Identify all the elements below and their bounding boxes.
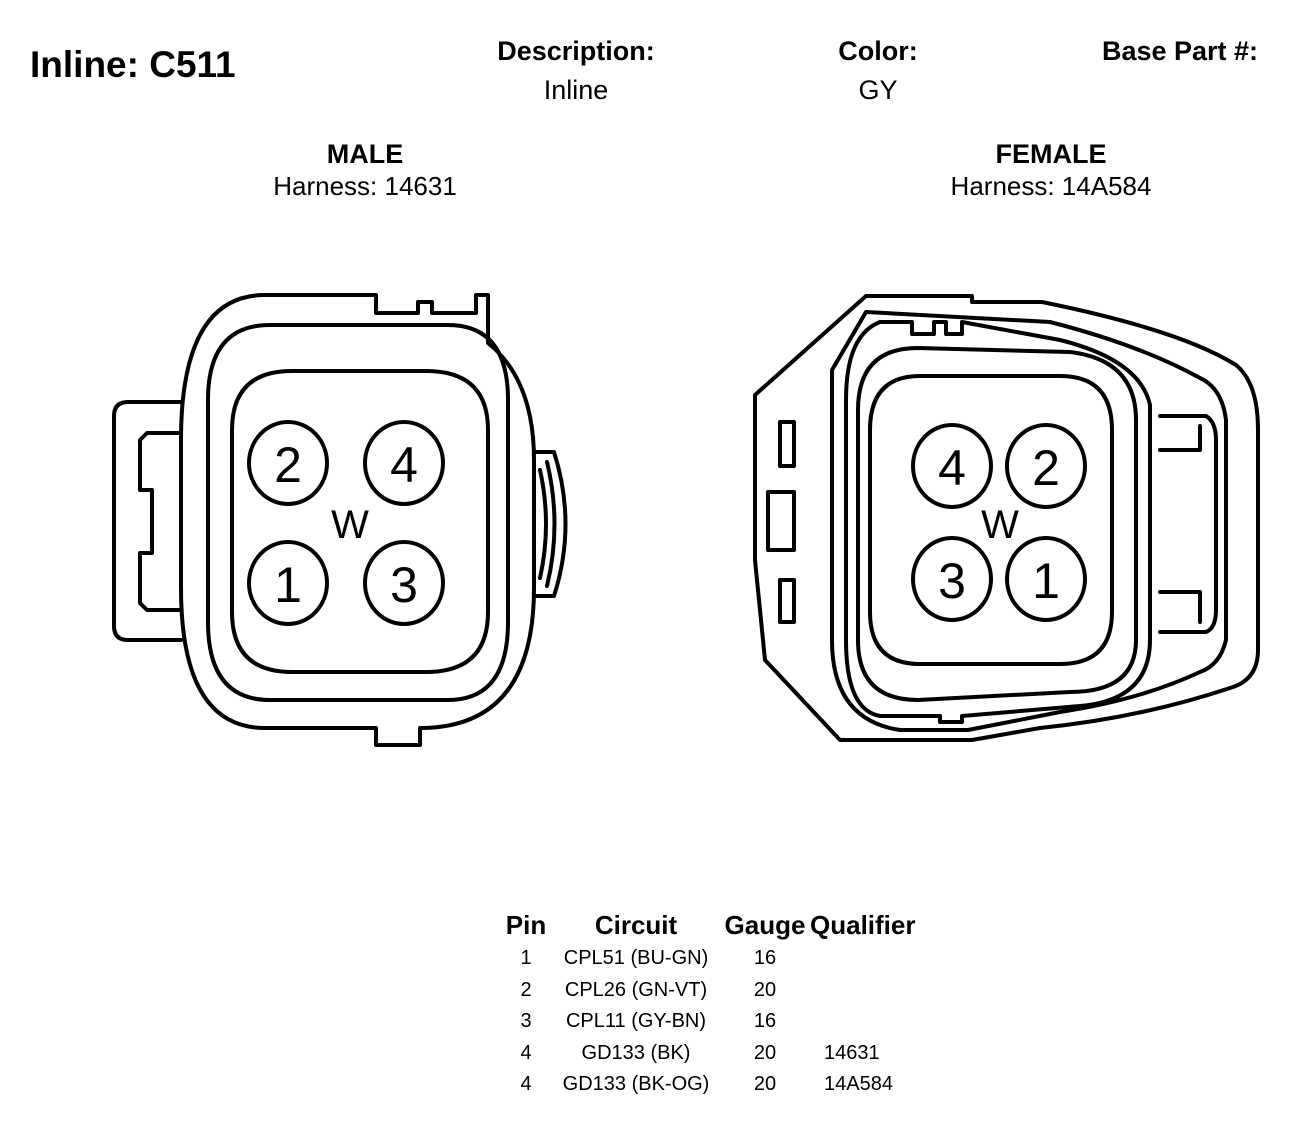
- pin-table-header: Pin Circuit Gauge Qualifier: [500, 907, 954, 943]
- table-row: 4 GD133 (BK-OG) 20 14A584: [500, 1069, 954, 1101]
- gauge-cell: 16: [753, 1010, 777, 1033]
- qualifier-cell: [810, 1006, 954, 1038]
- circuit-cell: CPL51 (BU-GN): [563, 947, 709, 970]
- pin-cell: 1: [520, 947, 532, 970]
- female-key-mark: W: [981, 503, 1019, 547]
- base-part-label: Base Part #:: [1101, 36, 1259, 66]
- gauge-cell: 20: [753, 1041, 777, 1064]
- table-row: 3 CPL11 (GY-BN) 16: [500, 1006, 954, 1038]
- male-pin-label: 4: [390, 437, 418, 493]
- circuit-cell: CPL11 (GY-BN): [565, 1010, 707, 1033]
- female-view-label: FEMALE: [995, 139, 1107, 169]
- female-pin-label: 2: [1032, 440, 1060, 496]
- male-pin-label: 1: [274, 557, 302, 613]
- male-pin-cavities: [247, 420, 445, 626]
- table-row: 4 GD133 (BK) 20 14631: [500, 1038, 954, 1070]
- pin-cell: 2: [520, 978, 532, 1001]
- column-header-qualifier: Qualifier: [810, 909, 916, 940]
- color-label: Color:: [838, 36, 918, 66]
- qualifier-cell: 14A584: [824, 1073, 893, 1096]
- male-key-mark: W: [331, 503, 369, 547]
- table-row: 1 CPL51 (BU-GN) 16: [500, 943, 954, 975]
- circuit-cell: CPL26 (GN-VT): [564, 978, 708, 1001]
- description-value: Inline: [543, 75, 609, 105]
- pin-table: Pin Circuit Gauge Qualifier 1 CPL51 (BU-…: [500, 907, 954, 1101]
- circuit-cell: GD133 (BK-OG): [562, 1073, 710, 1096]
- qualifier-cell: [810, 975, 954, 1007]
- male-connector-body: [112, 293, 568, 747]
- pin-cell: 4: [520, 1041, 532, 1064]
- male-pin-label: 2: [274, 437, 302, 493]
- male-harness-label: Harness: 14631: [273, 171, 457, 201]
- table-row: 2 CPL26 (GN-VT) 20: [500, 975, 954, 1007]
- gauge-cell: 20: [753, 1073, 777, 1096]
- pin-cell: 4: [520, 1073, 532, 1096]
- circuit-cell: GD133 (BK): [581, 1041, 691, 1064]
- male-view-label: MALE: [326, 139, 404, 169]
- column-header-gauge: Gauge: [724, 909, 806, 940]
- female-harness-label: Harness: 14A584: [950, 171, 1152, 201]
- female-pin-label: 4: [938, 440, 966, 496]
- description-label: Description:: [497, 36, 655, 66]
- female-pin-cavities: [911, 423, 1087, 622]
- female-pin-label: 1: [1032, 553, 1060, 609]
- connector-title: Inline: C511: [30, 44, 236, 85]
- pin-cell: 3: [520, 1010, 532, 1033]
- male-pin-label: 3: [390, 557, 418, 613]
- female-connector-body: [753, 294, 1260, 742]
- female-pin-label: 3: [938, 553, 966, 609]
- color-value: GY: [858, 75, 898, 105]
- gauge-cell: 20: [753, 978, 777, 1001]
- column-header-circuit: Circuit: [594, 909, 678, 940]
- gauge-cell: 16: [753, 947, 777, 970]
- qualifier-cell: [810, 943, 954, 975]
- column-header-pin: Pin: [505, 909, 547, 940]
- qualifier-cell: 14631: [824, 1041, 880, 1064]
